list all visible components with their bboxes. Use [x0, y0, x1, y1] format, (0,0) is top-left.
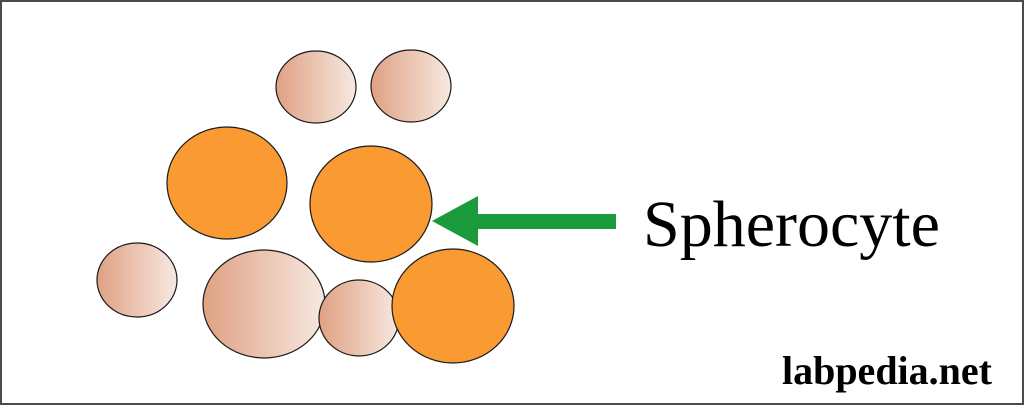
pointer-arrow [432, 196, 616, 246]
watermark-text: labpedia.net [781, 348, 992, 393]
normal-cell-left [96, 242, 178, 318]
normal-cell-bottom-large [202, 249, 326, 359]
spherocyte-bottom-right [391, 248, 515, 364]
normal-cell-bottom-small [318, 279, 400, 357]
spherocyte-label: Spherocyte [643, 188, 940, 261]
spherocyte-center [309, 145, 433, 263]
spherocyte-left [166, 126, 288, 240]
normal-cell-top-right [370, 49, 452, 123]
normal-cell-top-left [275, 50, 357, 124]
